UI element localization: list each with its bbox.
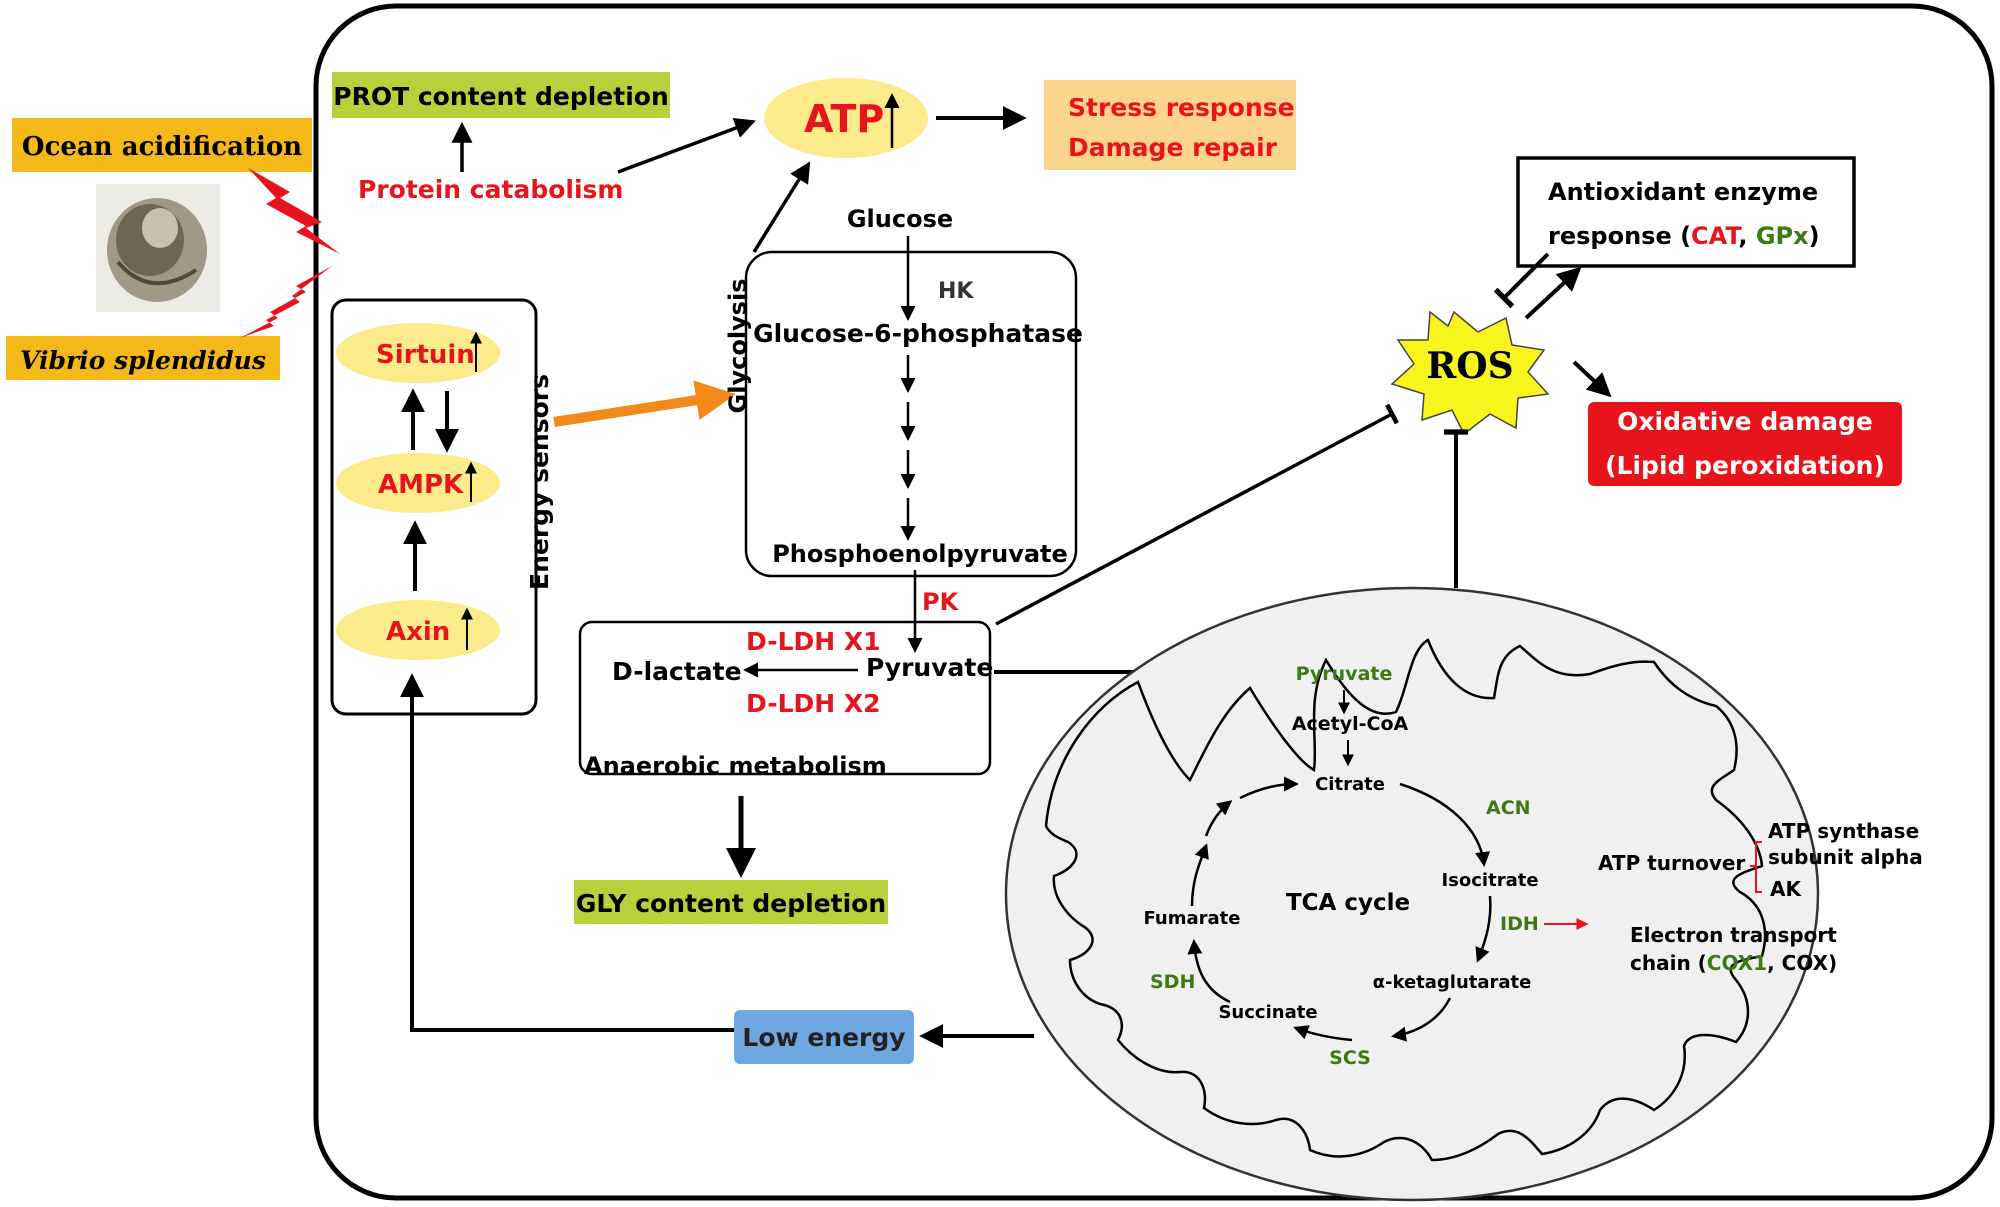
etc-suffix: , COX) — [1767, 951, 1837, 975]
atp-turnover-bracket — [1750, 841, 1762, 893]
prot-depletion-label: PROT content depletion — [333, 82, 669, 111]
energy-sensors-box — [330, 298, 538, 716]
atp-synthase-line1: ATP synthase — [1768, 819, 1919, 843]
glucose-label: Glucose — [847, 205, 953, 233]
axin-label: Axin — [386, 617, 450, 647]
mito-pyruvate-label: Pyruvate — [1296, 663, 1393, 685]
ldh1-label: D-LDH X1 — [746, 627, 881, 656]
atp-label: ATP — [804, 97, 884, 141]
tca-cycle-label: TCA cycle — [1286, 890, 1410, 916]
etc-line1: Electron transport — [1630, 923, 1837, 947]
tca-cycle-arrows — [1187, 776, 1492, 1042]
atp-turnover-label: ATP turnover — [1598, 851, 1745, 875]
ldh2-label: D-LDH X2 — [746, 689, 881, 718]
mito-cristae — [1044, 638, 1767, 1162]
ocean-acidification-label: Ocean acidification — [22, 132, 302, 162]
damage-repair-label: Damage repair — [1068, 133, 1278, 162]
prot-depletion-box: PROT content depletion — [332, 72, 670, 118]
cox1-label: COX1 — [1707, 951, 1767, 975]
oxidative-line1: Oxidative damage — [1617, 407, 1873, 436]
akg-label: α-ketaglutarate — [1373, 972, 1532, 993]
glycolysis-box — [744, 250, 1078, 578]
glycolysis-inhibits-ros — [995, 403, 1399, 626]
sdh-label: SDH — [1150, 971, 1195, 993]
cell-frame — [313, 3, 1995, 1201]
pep-label: Phosphoenolpyruvate — [772, 540, 1068, 568]
lightning-bolts — [240, 168, 340, 338]
anaerobic-box — [578, 620, 992, 776]
sensor-axin: Axin — [336, 600, 500, 660]
low-energy-to-axin-arrow — [400, 673, 734, 1032]
gpx-label: GPx — [1756, 222, 1809, 250]
atp-node: ATP — [764, 78, 928, 158]
oxidative-damage-box: Oxidative damage (Lipid peroxidation) — [1588, 402, 1902, 486]
antioxidant-close: ) — [1809, 222, 1820, 250]
stressor-vibrio: Vibrio splendidus — [6, 336, 280, 380]
oxidative-line2: (Lipid peroxidation) — [1605, 451, 1885, 480]
gly-depletion-box: GLY content depletion — [574, 880, 888, 924]
stress-response-box: Stress response Damage repair — [1044, 80, 1296, 170]
low-energy-box: Low energy — [734, 1010, 914, 1064]
succinate-label: Succinate — [1218, 1002, 1317, 1023]
acetyl-coa-label: Acetyl-CoA — [1292, 713, 1409, 735]
ros-to-antioxidant-arrow — [1524, 266, 1582, 320]
mitochondrion — [1004, 586, 1820, 1202]
pyruvate-label: Pyruvate — [866, 653, 993, 682]
gly-depletion-label: GLY content depletion — [576, 889, 886, 918]
cat-label: CAT — [1691, 222, 1742, 250]
antioxidant-inhibits-ros — [1493, 252, 1550, 309]
glycolysis-to-atp-arrow — [752, 161, 811, 253]
glycolysis-arrows — [900, 236, 923, 653]
sirtuin-label: Sirtuin — [376, 340, 475, 370]
fumarate-label: Fumarate — [1144, 908, 1241, 929]
scs-label: SCS — [1329, 1047, 1371, 1069]
protein-catabolism-label: Protein catabolism — [358, 175, 623, 204]
antioxidant-comma: , — [1738, 222, 1755, 250]
ampk-label: AMPK — [378, 470, 464, 500]
atp-synthase-line2: subunit alpha — [1768, 845, 1923, 869]
anaerobic-label: Anaerobic metabolism — [584, 752, 887, 780]
sensors-to-glycolysis-arrow — [553, 380, 736, 427]
stress-response-label: Stress response — [1068, 93, 1295, 122]
sensor-arrows — [401, 388, 459, 591]
hk-label: HK — [938, 279, 974, 304]
etc-line2: chain (COX1, COX) — [1630, 951, 1837, 975]
ros-node: ROS — [1390, 310, 1550, 436]
ak-label: AK — [1770, 877, 1802, 901]
antioxidant-box: Antioxidant enzyme response (CAT, GPx) — [1516, 156, 1856, 268]
energy-sensors-label: Energy sensors — [525, 374, 554, 590]
pk-label: PK — [922, 588, 960, 616]
sensor-sirtuin: Sirtuin — [336, 323, 500, 383]
acn-label: ACN — [1486, 797, 1531, 819]
g6p-label: Glucose-6-phosphatase — [753, 319, 1083, 348]
idh-label: IDH — [1500, 913, 1539, 935]
etc-prefix: chain ( — [1630, 951, 1707, 975]
isocitrate-label: Isocitrate — [1441, 870, 1538, 891]
catabolism-to-atp-arrow — [617, 118, 756, 174]
svg-text:response (CAT, GPx): response (CAT, GPx) — [1548, 222, 1820, 250]
sensor-ampk: AMPK — [336, 453, 500, 513]
low-energy-label: Low energy — [742, 1023, 905, 1052]
ros-to-oxidative-arrow — [1572, 360, 1612, 398]
antioxidant-prefix: response ( — [1548, 222, 1691, 250]
stressor-ocean-acidification: Ocean acidification — [12, 118, 312, 172]
citrate-label: Citrate — [1315, 774, 1385, 795]
antioxidant-line1: Antioxidant enzyme — [1548, 178, 1818, 206]
lactate-label: D-lactate — [612, 657, 742, 686]
oyster-image — [96, 184, 220, 312]
vibrio-label: Vibrio splendidus — [20, 346, 266, 375]
glycolysis-label: Glycolysis — [724, 279, 752, 414]
ros-label: ROS — [1426, 345, 1513, 387]
